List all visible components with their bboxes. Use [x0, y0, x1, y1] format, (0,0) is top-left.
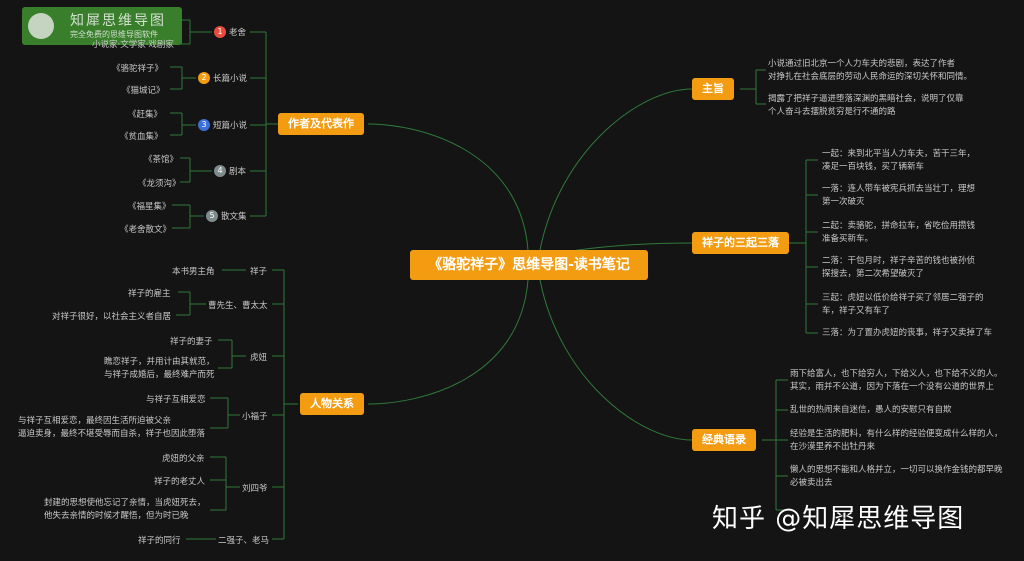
relation-leaf[interactable]: 本书男主角: [172, 267, 215, 277]
author-leaf[interactable]: 《贫血集》: [120, 132, 163, 142]
branch-author[interactable]: 作者及代表作: [278, 113, 364, 135]
author-leaf[interactable]: 《赶集》: [128, 110, 163, 120]
relation-leaf[interactable]: 虎妞的父亲: [162, 454, 205, 464]
quote-leaf[interactable]: 懒人的思想不能和人格并立，一切可以换作金钱的都早晚 必被卖出去: [790, 465, 1003, 488]
quote-leaf[interactable]: 乱世的热闹来自迷信，愚人的安慰只有自欺: [790, 405, 952, 415]
author-leaf[interactable]: 《猫城记》: [122, 86, 165, 96]
quote-leaf[interactable]: 雨下给富人，也下给穷人，下给义人，也下给不义的人。 其实，雨并不公道，因为下落在…: [790, 369, 1003, 392]
number-badge-1: 1: [214, 26, 226, 38]
relation-erqiangzi[interactable]: 二强子、老马: [218, 536, 270, 546]
relation-leaf[interactable]: 祥子的雇主: [128, 289, 171, 299]
branch-ups-downs[interactable]: 祥子的三起三落: [692, 232, 789, 254]
author-leaf[interactable]: 《骆驼祥子》: [112, 64, 164, 74]
author-item-essay[interactable]: 散文集: [221, 212, 247, 222]
number-badge-5: 5: [206, 210, 218, 222]
brand-logo: 知犀思维导图 完全免费的思维导图软件: [22, 7, 182, 45]
author-leaf[interactable]: 《龙须沟》: [138, 179, 181, 189]
relation-cao[interactable]: 曹先生、曹太太: [208, 301, 268, 311]
relation-leaf[interactable]: 祥子的老丈人: [154, 477, 206, 487]
author-leaf[interactable]: 小说家·文学家·戏剧家: [92, 40, 174, 50]
author-leaf[interactable]: 《福星集》: [128, 202, 171, 212]
relation-leaf[interactable]: 与祥子互相爱恋，最终因生活所迫被父亲 逼迫卖身，最终不堪受辱而自杀，祥子也因此堕…: [18, 416, 206, 439]
rhino-logo-icon: [28, 13, 54, 39]
ups-downs-leaf[interactable]: 二落：干包月时，祥子辛苦的钱也被孙侦 探搜去，第二次希望破灭了: [822, 256, 976, 279]
branch-theme[interactable]: 主旨: [692, 78, 734, 100]
relation-huniu[interactable]: 虎妞: [250, 353, 268, 363]
relation-leaf[interactable]: 瞧恋祥子，并用计由其就范， 与祥子成婚后，最终难产而死: [104, 357, 215, 380]
quote-leaf[interactable]: 经验是生活的肥料，有什么样的经验便变成什么样的人， 在沙漠里养不出牡丹来: [790, 429, 1003, 452]
ups-downs-leaf[interactable]: 三起：虎妞以低价给祥子买了邻居二强子的 车，祥子又有车了: [822, 293, 984, 316]
author-leaf[interactable]: 《茶馆》: [144, 155, 179, 165]
ups-downs-leaf[interactable]: 二起：卖骆驼，拼命拉车，省吃俭用攒钱 准备买新车。: [822, 221, 976, 244]
author-leaf[interactable]: 《老舍散文》: [120, 225, 172, 235]
number-badge-2: 2: [198, 72, 210, 84]
ups-downs-leaf[interactable]: 一落：连人带车被宪兵抓去当壮丁，理想 第一次破灭: [822, 184, 976, 207]
theme-leaf[interactable]: 小说通过旧北京一个人力车夫的悲剧，表达了作者 对挣扎在社会底层的劳动人民命运的深…: [768, 59, 973, 82]
central-topic[interactable]: 《骆驼祥子》思维导图-读书笔记: [410, 250, 648, 280]
relation-liusiye[interactable]: 刘四爷: [242, 484, 268, 494]
relation-leaf[interactable]: 祥子的同行: [138, 536, 181, 546]
watermark: 知乎 @知犀思维导图: [712, 504, 965, 534]
logo-subtitle: 完全免费的思维导图软件: [70, 30, 158, 39]
logo-name: 知犀思维导图: [70, 13, 166, 29]
relation-xiangzi[interactable]: 祥子: [250, 267, 268, 277]
author-item-novel[interactable]: 长篇小说: [213, 74, 248, 84]
ups-downs-leaf[interactable]: 三落：为了置办虎妞的丧事，祥子又卖掉了车: [822, 328, 993, 338]
author-item-laoshe[interactable]: 老舍: [229, 28, 247, 38]
relation-leaf[interactable]: 与祥子互相爱恋: [146, 395, 206, 405]
relation-leaf[interactable]: 对祥子很好，以社会主义者自居: [52, 312, 172, 322]
number-badge-4: 4: [214, 165, 226, 177]
author-item-short-story[interactable]: 短篇小说: [213, 121, 248, 131]
branch-quotes[interactable]: 经典语录: [692, 429, 756, 451]
relation-leaf[interactable]: 祥子的妻子: [170, 337, 213, 347]
relation-xiaofuzi[interactable]: 小福子: [242, 412, 268, 422]
relation-leaf[interactable]: 封建的思想使他忘记了亲情，当虎妞死去， 他失去亲情的时候才醒悟，但为时已晚: [44, 498, 206, 521]
number-badge-3: 3: [198, 119, 210, 131]
ups-downs-leaf[interactable]: 一起：来到北平当人力车夫，苦干三年， 凑足一百块钱，买了辆新车: [822, 149, 976, 172]
branch-relations[interactable]: 人物关系: [300, 393, 364, 415]
author-item-drama[interactable]: 剧本: [229, 167, 247, 177]
theme-leaf[interactable]: 揭露了把祥子逼进堕落深渊的黑暗社会，说明了仅靠 个人奋斗去摆脱贫穷是行不通的路: [768, 94, 964, 117]
